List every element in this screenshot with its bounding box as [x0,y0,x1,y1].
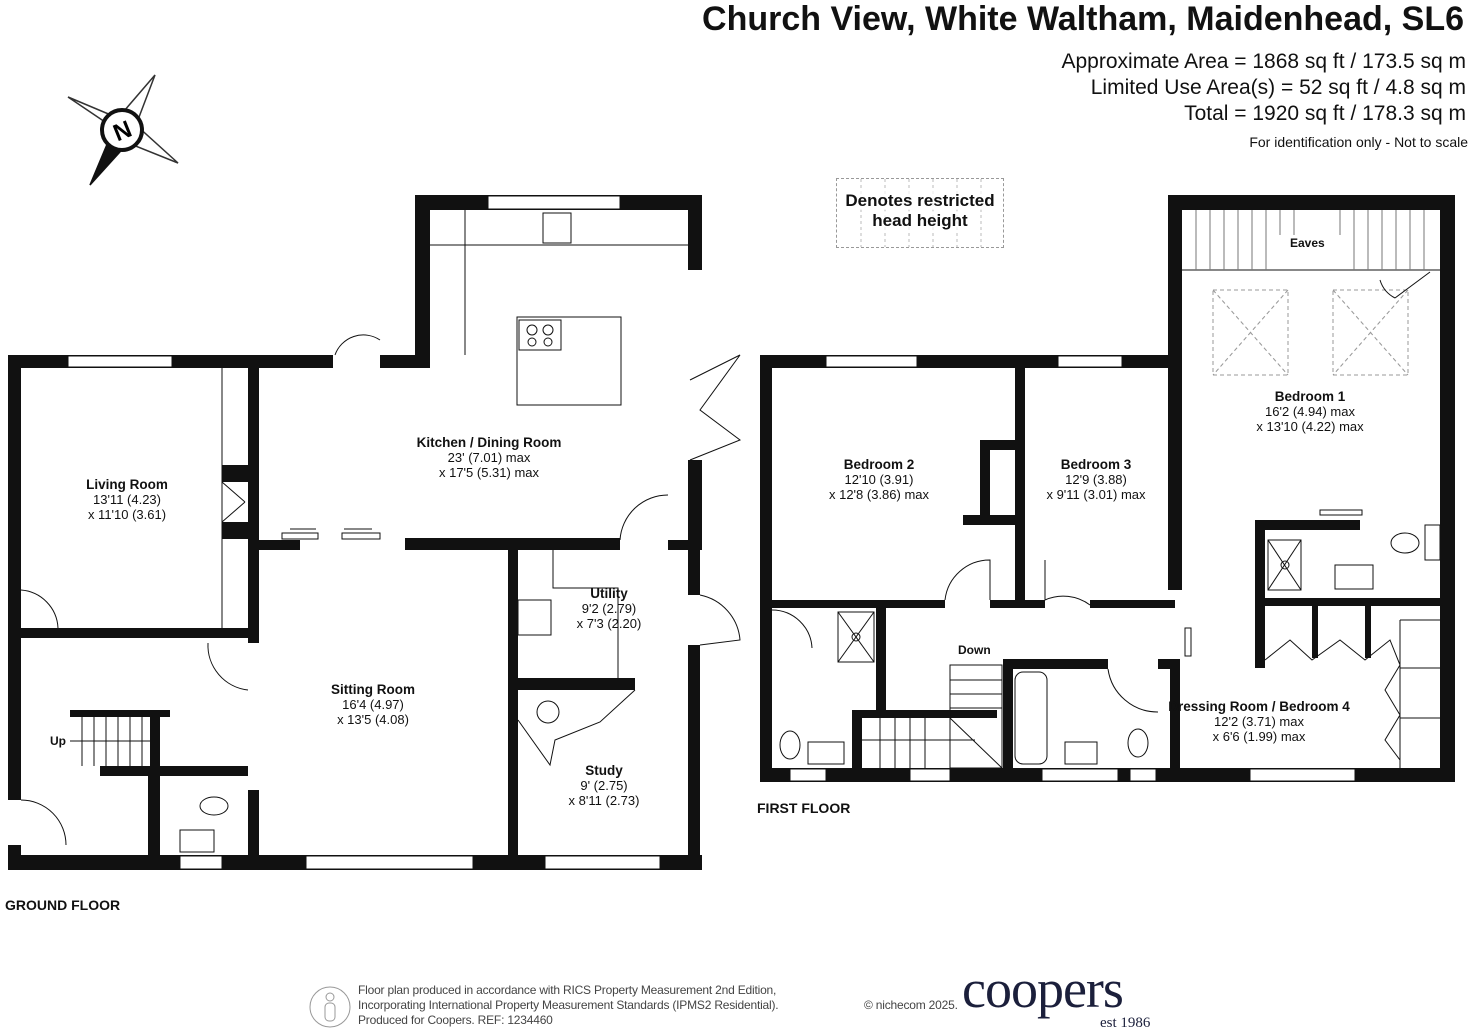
restricted-head-height-legend: Denotes restricted head height [836,178,1004,248]
stairs-down-label: Down [958,643,991,657]
ground-stairs [70,717,150,766]
first-floor-stairs [862,664,1003,769]
footer-line-3: Produced for Coopers. REF: 1234460 [358,1013,553,1027]
property-title: Church View, White Waltham, Maidenhead, … [702,0,1464,38]
first-floor-label: FIRST FLOOR [757,800,851,816]
ground-floor-label: GROUND FLOOR [5,897,121,913]
ground-floor-windows [67,195,661,870]
approximate-area: Approximate Area = 1868 sq ft / 173.5 sq… [1061,50,1467,73]
measurement-person-icon [309,986,351,1028]
footer-line-2: Incorporating International Property Mea… [358,998,779,1012]
logo-established: est 1986 [1100,1015,1151,1031]
stairs-up-label: Up [50,734,66,748]
total-area: Total = 1920 sq ft / 178.3 sq m [1184,102,1466,125]
copyright: © nichecom 2025. [864,998,958,1012]
footer-line-1: Floor plan produced in accordance with R… [358,983,777,997]
limited-use-area: Limited Use Area(s) = 52 sq ft / 4.8 sq … [1090,76,1466,99]
north-arrow-icon: N [67,74,179,186]
coopers-logo: coopers [962,959,1124,1019]
eaves-label: Eaves [1290,236,1325,250]
legend-hatching [860,179,982,247]
ground-floor-fixtures [20,210,742,853]
eaves-hatching [1182,210,1440,271]
scale-note: For identification only - Not to scale [1249,134,1468,150]
footer-notes: Floor plan produced in accordance with R… [358,983,779,1028]
skylights [1212,289,1409,376]
first-floor-windows [789,355,1356,782]
first-floor-fixtures [771,210,1441,769]
